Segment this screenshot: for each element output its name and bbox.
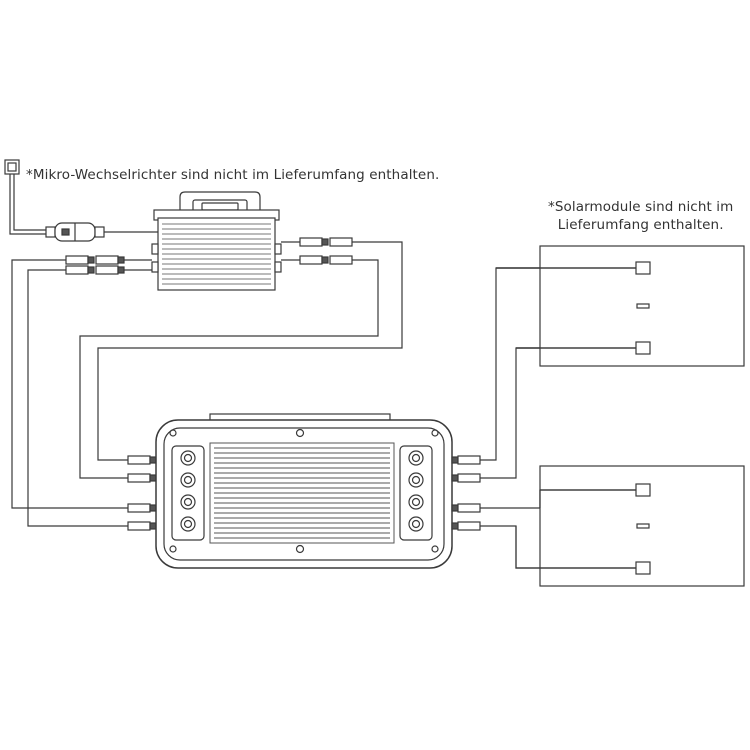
mc4-connector-icon — [95, 265, 125, 275]
solar-module-1 — [496, 245, 745, 367]
solar-note-line-2: Lieferumfang enthalten. — [557, 217, 724, 233]
mc4-connector-icon — [299, 255, 353, 265]
mc4-connector-icon — [451, 503, 481, 513]
solar-cables — [496, 267, 636, 569]
power-station — [155, 413, 453, 569]
mc4-connector-icon — [127, 503, 157, 513]
mc4-connector-icon — [127, 521, 157, 531]
mc4-connector-icon — [451, 455, 481, 465]
station-port-panel-left — [171, 445, 205, 541]
mc4-connector-icon — [127, 473, 157, 483]
mc4-connector-icon — [95, 255, 125, 265]
inverter-note: *Mikro-Wechselrichter sind nicht im Lief… — [26, 167, 440, 183]
inverter-fins — [162, 223, 271, 285]
mc4-connector-icon — [451, 521, 481, 531]
ac-cable — [9, 174, 158, 242]
solar-note: *Solarmodule sind nicht im Lieferumfang … — [548, 198, 733, 234]
solar-note-line-1: *Solarmodule sind nicht im — [548, 199, 734, 215]
station-heatsink — [209, 442, 395, 544]
inverter-left-connectors — [11, 255, 152, 527]
ac-plug-icon — [4, 159, 20, 175]
inverter-right-connectors — [79, 237, 403, 479]
mc4-connector-icon — [65, 265, 95, 275]
station-port-panel-right — [399, 445, 433, 541]
micro-inverter — [151, 191, 282, 291]
mc4-connector-icon — [65, 255, 95, 265]
ac-coupler-icon — [54, 222, 96, 242]
mc4-connector-icon — [299, 237, 353, 247]
station-left-connectors — [127, 455, 157, 531]
mc4-connector-icon — [127, 455, 157, 465]
mc4-connector-icon — [451, 473, 481, 483]
